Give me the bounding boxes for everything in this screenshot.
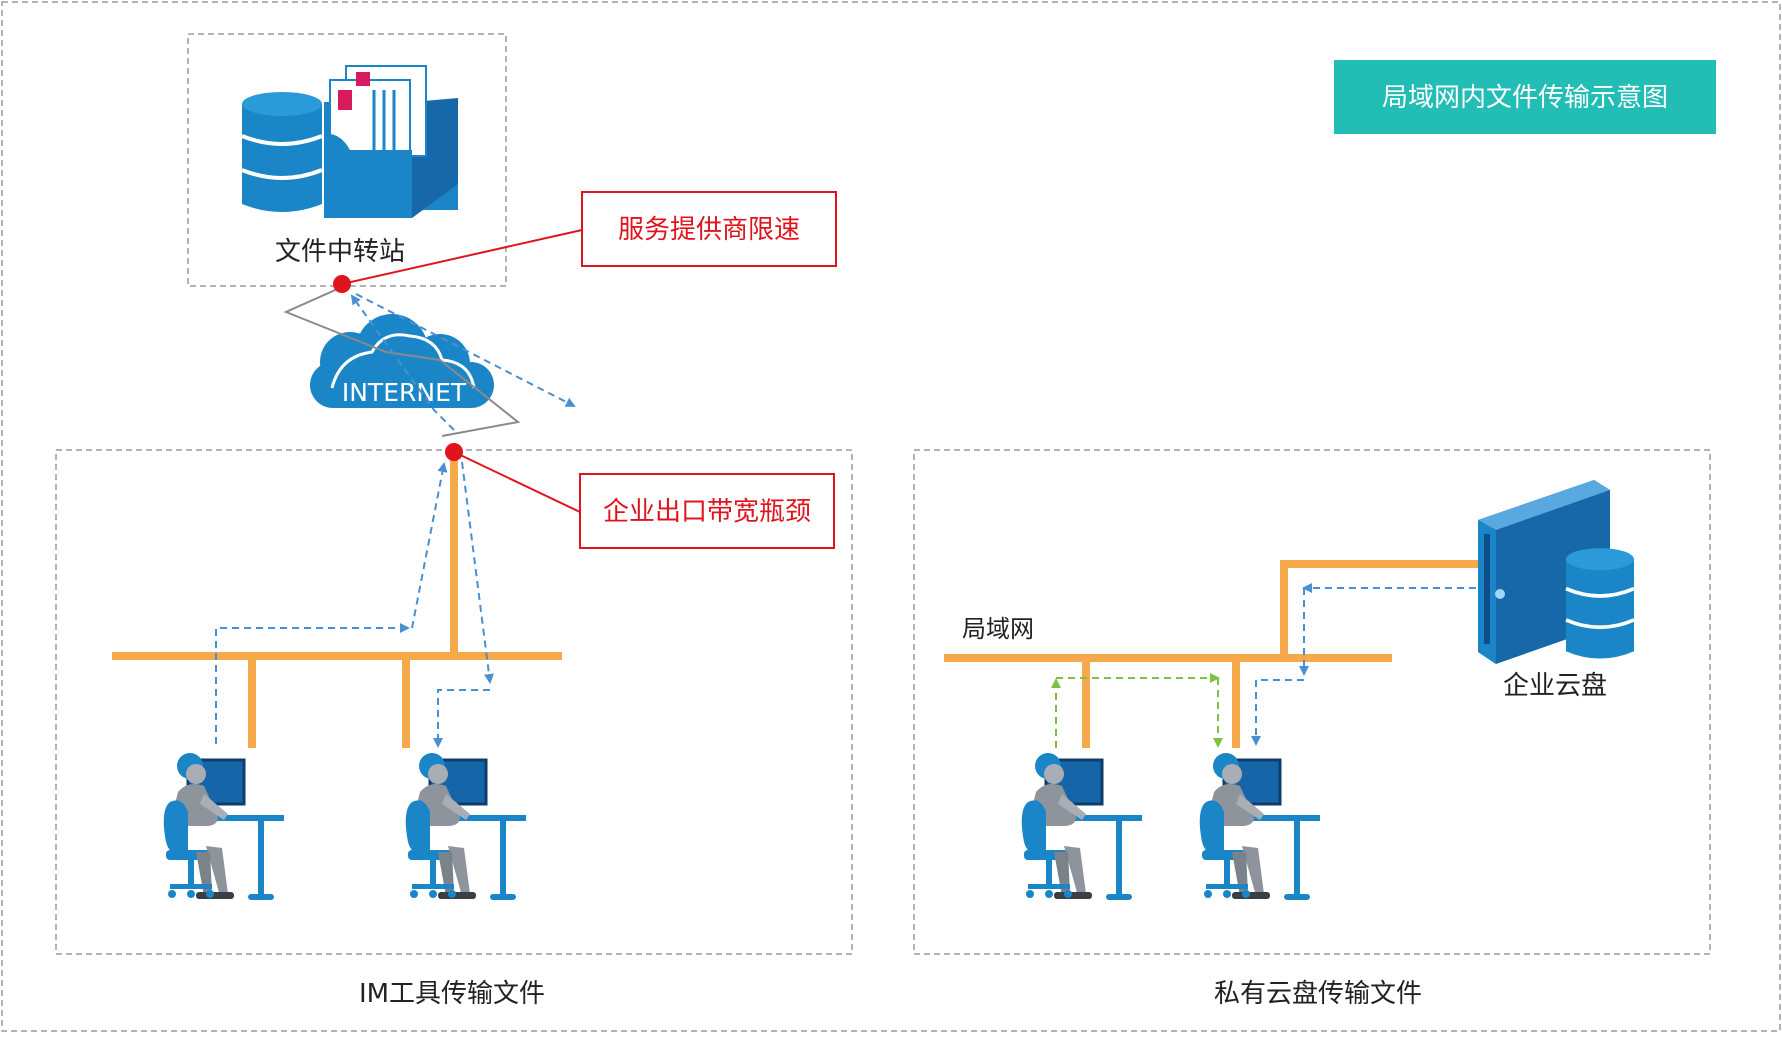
page-title: 局域网内文件传输示意图 [1382,83,1668,113]
im-upload-flow [215,294,455,744]
cloud-disk-download-flow [1251,583,1476,746]
egress-bottleneck-marker [445,443,463,461]
provider-limit-marker [333,275,351,293]
lan-peer-transfer-flow [1051,673,1223,748]
egress-bottleneck-callout [579,473,835,549]
cloud-disk-label: 企业云盘 [1503,671,1607,701]
caption-im-transfer: IM工具传输文件 [359,979,545,1009]
internet-route-line [283,286,521,437]
im-download-flow [355,293,576,748]
im-lan-bus [112,454,562,748]
provider-limit-text: 服务提供商限速 [618,215,800,245]
egress-bottleneck-leader [453,451,581,513]
egress-bottleneck-text: 企业出口带宽瓶颈 [603,497,811,527]
person-at-computer-icon [1198,751,1322,902]
server-with-database-icon [1478,480,1636,664]
person-at-computer-icon [162,751,286,902]
person-at-computer-icon [1020,751,1144,902]
provider-limit-leader [341,229,583,285]
caption-private-cloud-transfer: 私有云盘传输文件 [1214,979,1422,1009]
person-at-computer-icon [404,751,528,902]
internet-label: INTERNET [342,378,467,407]
database-and-file-folder-icon [240,65,458,218]
private-lan-bus [944,560,1480,748]
provider-limit-callout [581,191,837,267]
lan-label: 局域网 [962,615,1034,643]
relay-station-label: 文件中转站 [275,237,405,267]
relay-station-frame [187,33,507,287]
title-badge [1334,60,1716,134]
